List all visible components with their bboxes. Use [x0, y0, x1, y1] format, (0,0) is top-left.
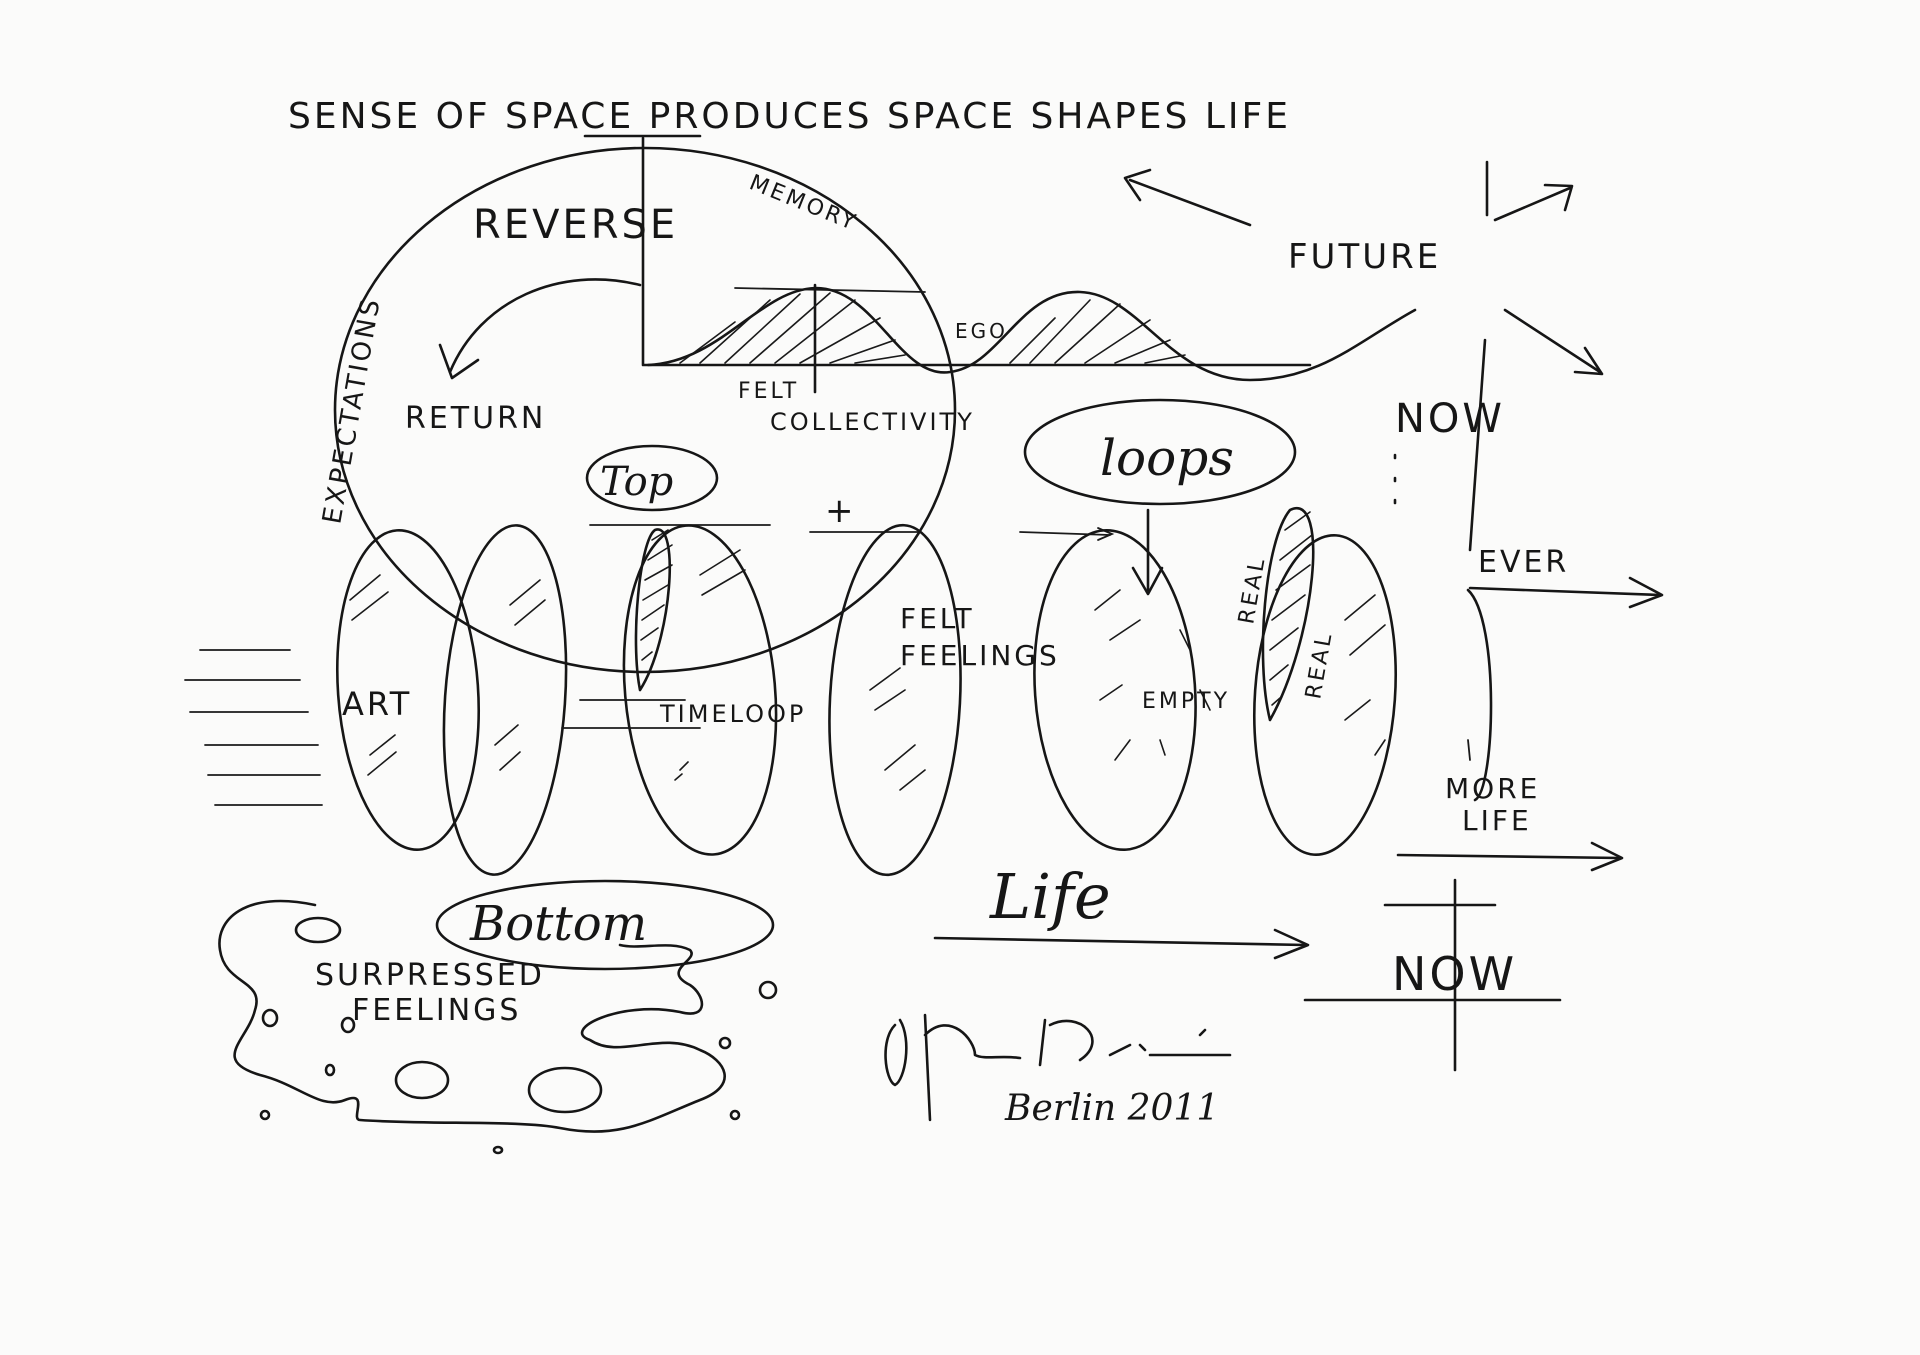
expectations-label: EXPECTATIONS	[317, 294, 387, 526]
bottom-label: Bottom	[469, 896, 647, 952]
bottom-oval	[435, 879, 775, 971]
felt-feelings-label-1: FELT	[900, 602, 975, 635]
collectivity-label: COLLECTIVITY	[770, 408, 975, 436]
now-top-label: NOW	[1395, 396, 1505, 442]
top-label: Top	[600, 459, 673, 505]
hatched-loop-2-lines	[1269, 511, 1313, 706]
more-life-arrowhead	[1590, 841, 1624, 872]
life-arrow	[933, 936, 1307, 947]
future-label: FUTURE	[1288, 237, 1441, 277]
life-label: Life	[989, 860, 1111, 933]
ego-label: EGO	[955, 319, 1008, 343]
real-label-2: REAL	[1301, 629, 1338, 701]
art-label: ART	[342, 685, 412, 723]
reverse-label: REVERSE	[473, 202, 678, 248]
hatched-loop-1-lines	[640, 529, 673, 661]
hatched-loop-1	[634, 528, 672, 692]
more-life-label-2: LIFE	[1462, 804, 1532, 837]
ever-arrow	[1468, 586, 1662, 597]
memory-label: MEMORY	[746, 170, 862, 236]
surpressed-label-2: FEELINGS	[352, 993, 521, 1028]
plus-label: +	[825, 491, 857, 531]
ever-arrowhead	[1628, 576, 1664, 609]
more-life-arrow	[1396, 853, 1622, 860]
felt-feelings-label-2: FEELINGS	[900, 639, 1060, 672]
top-ticks	[589, 524, 1115, 541]
top-oval	[585, 444, 719, 512]
now-timeline	[1468, 338, 1487, 552]
more-life-tick	[1467, 739, 1471, 761]
loops-arrowhead	[1131, 566, 1164, 596]
more-life-label-1: MORE	[1445, 772, 1540, 805]
return-arrow	[448, 278, 642, 374]
hatched-loop-2	[1261, 506, 1315, 722]
now-bottom-label: NOW	[1392, 947, 1517, 1001]
felt-label: FELT	[738, 379, 799, 404]
empty-label: EMPTY	[1142, 689, 1230, 714]
wave-line	[646, 286, 1417, 382]
wave-hatching	[679, 292, 1186, 364]
loops-oval	[1023, 398, 1297, 506]
ever-label: EVER	[1478, 545, 1569, 580]
timeloop-label: TIMELOOP	[659, 700, 806, 728]
signature	[884, 1013, 1232, 1122]
reverse-circle	[333, 146, 957, 674]
life-arrowhead	[1273, 928, 1310, 960]
return-arrowhead	[438, 343, 480, 380]
title-text: SENSE OF SPACE PRODUCES SPACE SHAPES LIF…	[288, 96, 1291, 137]
loop-strokes	[349, 549, 1386, 791]
loops-label: loops	[1100, 429, 1234, 487]
future-arrows	[1123, 160, 1604, 376]
place-date-label: Berlin 2011	[1004, 1088, 1219, 1129]
return-label: RETURN	[405, 401, 546, 436]
loop-chain	[335, 523, 1493, 877]
bubbles	[259, 916, 778, 1155]
surpressed-bubble	[218, 899, 726, 1133]
surpressed-label-1: SURPRESSED	[315, 958, 545, 993]
graph-axes	[641, 136, 1312, 367]
art-speed-lines	[184, 649, 323, 806]
